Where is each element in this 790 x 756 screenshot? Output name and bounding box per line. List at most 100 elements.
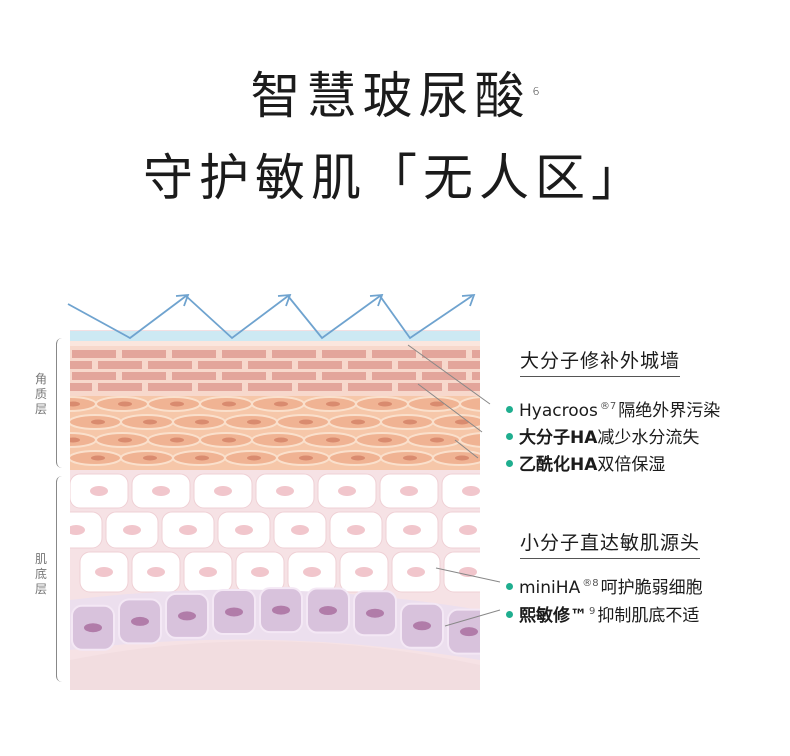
corneum-nucleus [351, 456, 365, 461]
basal-nucleus [460, 627, 478, 636]
dermis-nucleus [303, 567, 321, 577]
corneum-cell [460, 397, 512, 411]
brick [472, 372, 516, 380]
bullet-dot [506, 460, 513, 467]
dermis-nucleus [147, 567, 165, 577]
brick [348, 383, 392, 391]
corneum-nucleus [247, 456, 261, 461]
brick [198, 383, 242, 391]
item-sup: 9 [589, 606, 595, 617]
brick [372, 350, 416, 358]
dermis-nucleus [355, 567, 373, 577]
section1-item-1: Hyacroos®7隔绝外界污染 [506, 396, 720, 421]
corneum-nucleus [378, 438, 392, 443]
corneum-nucleus [66, 402, 80, 407]
dermis-cells [50, 474, 500, 592]
brick [248, 383, 292, 391]
brick [322, 350, 366, 358]
basal-nucleus [131, 617, 149, 626]
brick [172, 372, 216, 380]
brick [372, 372, 416, 380]
item-sup: ®7 [600, 401, 616, 412]
section1-item-2: 大分子HA减少水分流失 [506, 423, 699, 448]
brick [48, 383, 92, 391]
bullet-dot [506, 583, 513, 590]
item-name: Hyacroos [519, 401, 598, 421]
dermis-nucleus [347, 525, 365, 535]
item-name: 乙酰化HA [519, 455, 597, 475]
corneum-nucleus [195, 420, 209, 425]
dermis-nucleus [214, 486, 232, 496]
corneum-nucleus [66, 438, 80, 443]
brick [422, 372, 466, 380]
brick [472, 350, 516, 358]
corneum-cell [460, 433, 512, 447]
brick [148, 383, 192, 391]
brick [98, 361, 142, 369]
basal-nucleus [178, 611, 196, 620]
corneum-nucleus [118, 438, 132, 443]
brick [298, 383, 342, 391]
corneum-nucleus [91, 420, 105, 425]
dermis-nucleus [276, 486, 294, 496]
basal-nucleus [319, 606, 337, 615]
dermis-nucleus [179, 525, 197, 535]
brick [198, 361, 242, 369]
corneum-nucleus [91, 456, 105, 461]
corneum-nucleus [247, 420, 261, 425]
brick [122, 372, 166, 380]
brick [272, 350, 316, 358]
corneum-nucleus [403, 420, 417, 425]
basal-nucleus [272, 606, 290, 615]
bullet-dot [506, 611, 513, 618]
item-name: 熙敏修™ [519, 606, 587, 626]
basal-nucleus [225, 607, 243, 616]
brick [298, 361, 342, 369]
item-text: 呵护脆弱细胞 [601, 578, 703, 598]
corneum-nucleus [118, 402, 132, 407]
brick [272, 372, 316, 380]
corneum-nucleus [274, 438, 288, 443]
dermis-nucleus [90, 486, 108, 496]
brick [122, 350, 166, 358]
corneum-nucleus [482, 438, 496, 443]
corneum-nucleus [351, 420, 365, 425]
item-name: 大分子HA [519, 428, 597, 448]
basal-nucleus [84, 623, 102, 632]
item-name: miniHA [519, 578, 580, 598]
corneum-nucleus [222, 438, 236, 443]
corneum-nucleus [195, 456, 209, 461]
corneum-nucleus [143, 456, 157, 461]
basal-nucleus [413, 621, 431, 630]
corneum-nucleus [326, 402, 340, 407]
brick [448, 361, 492, 369]
dermis-nucleus [459, 525, 477, 535]
dermis-nucleus [123, 525, 141, 535]
dermis-nucleus [338, 486, 356, 496]
brick [98, 383, 142, 391]
dermis-nucleus [95, 567, 113, 577]
brick [322, 372, 366, 380]
corneum-nucleus [326, 438, 340, 443]
bullet-dot [506, 433, 513, 440]
brick [348, 361, 392, 369]
dermis-nucleus [462, 486, 480, 496]
corneum-nucleus [299, 420, 313, 425]
section1-item-3: 乙酰化HA双倍保湿 [506, 450, 665, 475]
dermis-nucleus [400, 486, 418, 496]
corneum-nucleus [170, 438, 184, 443]
dermis-nucleus [291, 525, 309, 535]
corneum-nucleus [299, 456, 313, 461]
corneum-nucleus [170, 402, 184, 407]
dermis-nucleus [199, 567, 217, 577]
corneum-nucleus [430, 438, 444, 443]
item-sup: ®8 [582, 578, 598, 589]
brick [222, 372, 266, 380]
dermis-nucleus [403, 525, 421, 535]
basal-nucleus [366, 609, 384, 618]
corneum-nucleus [482, 402, 496, 407]
brick [172, 350, 216, 358]
brick [48, 361, 92, 369]
